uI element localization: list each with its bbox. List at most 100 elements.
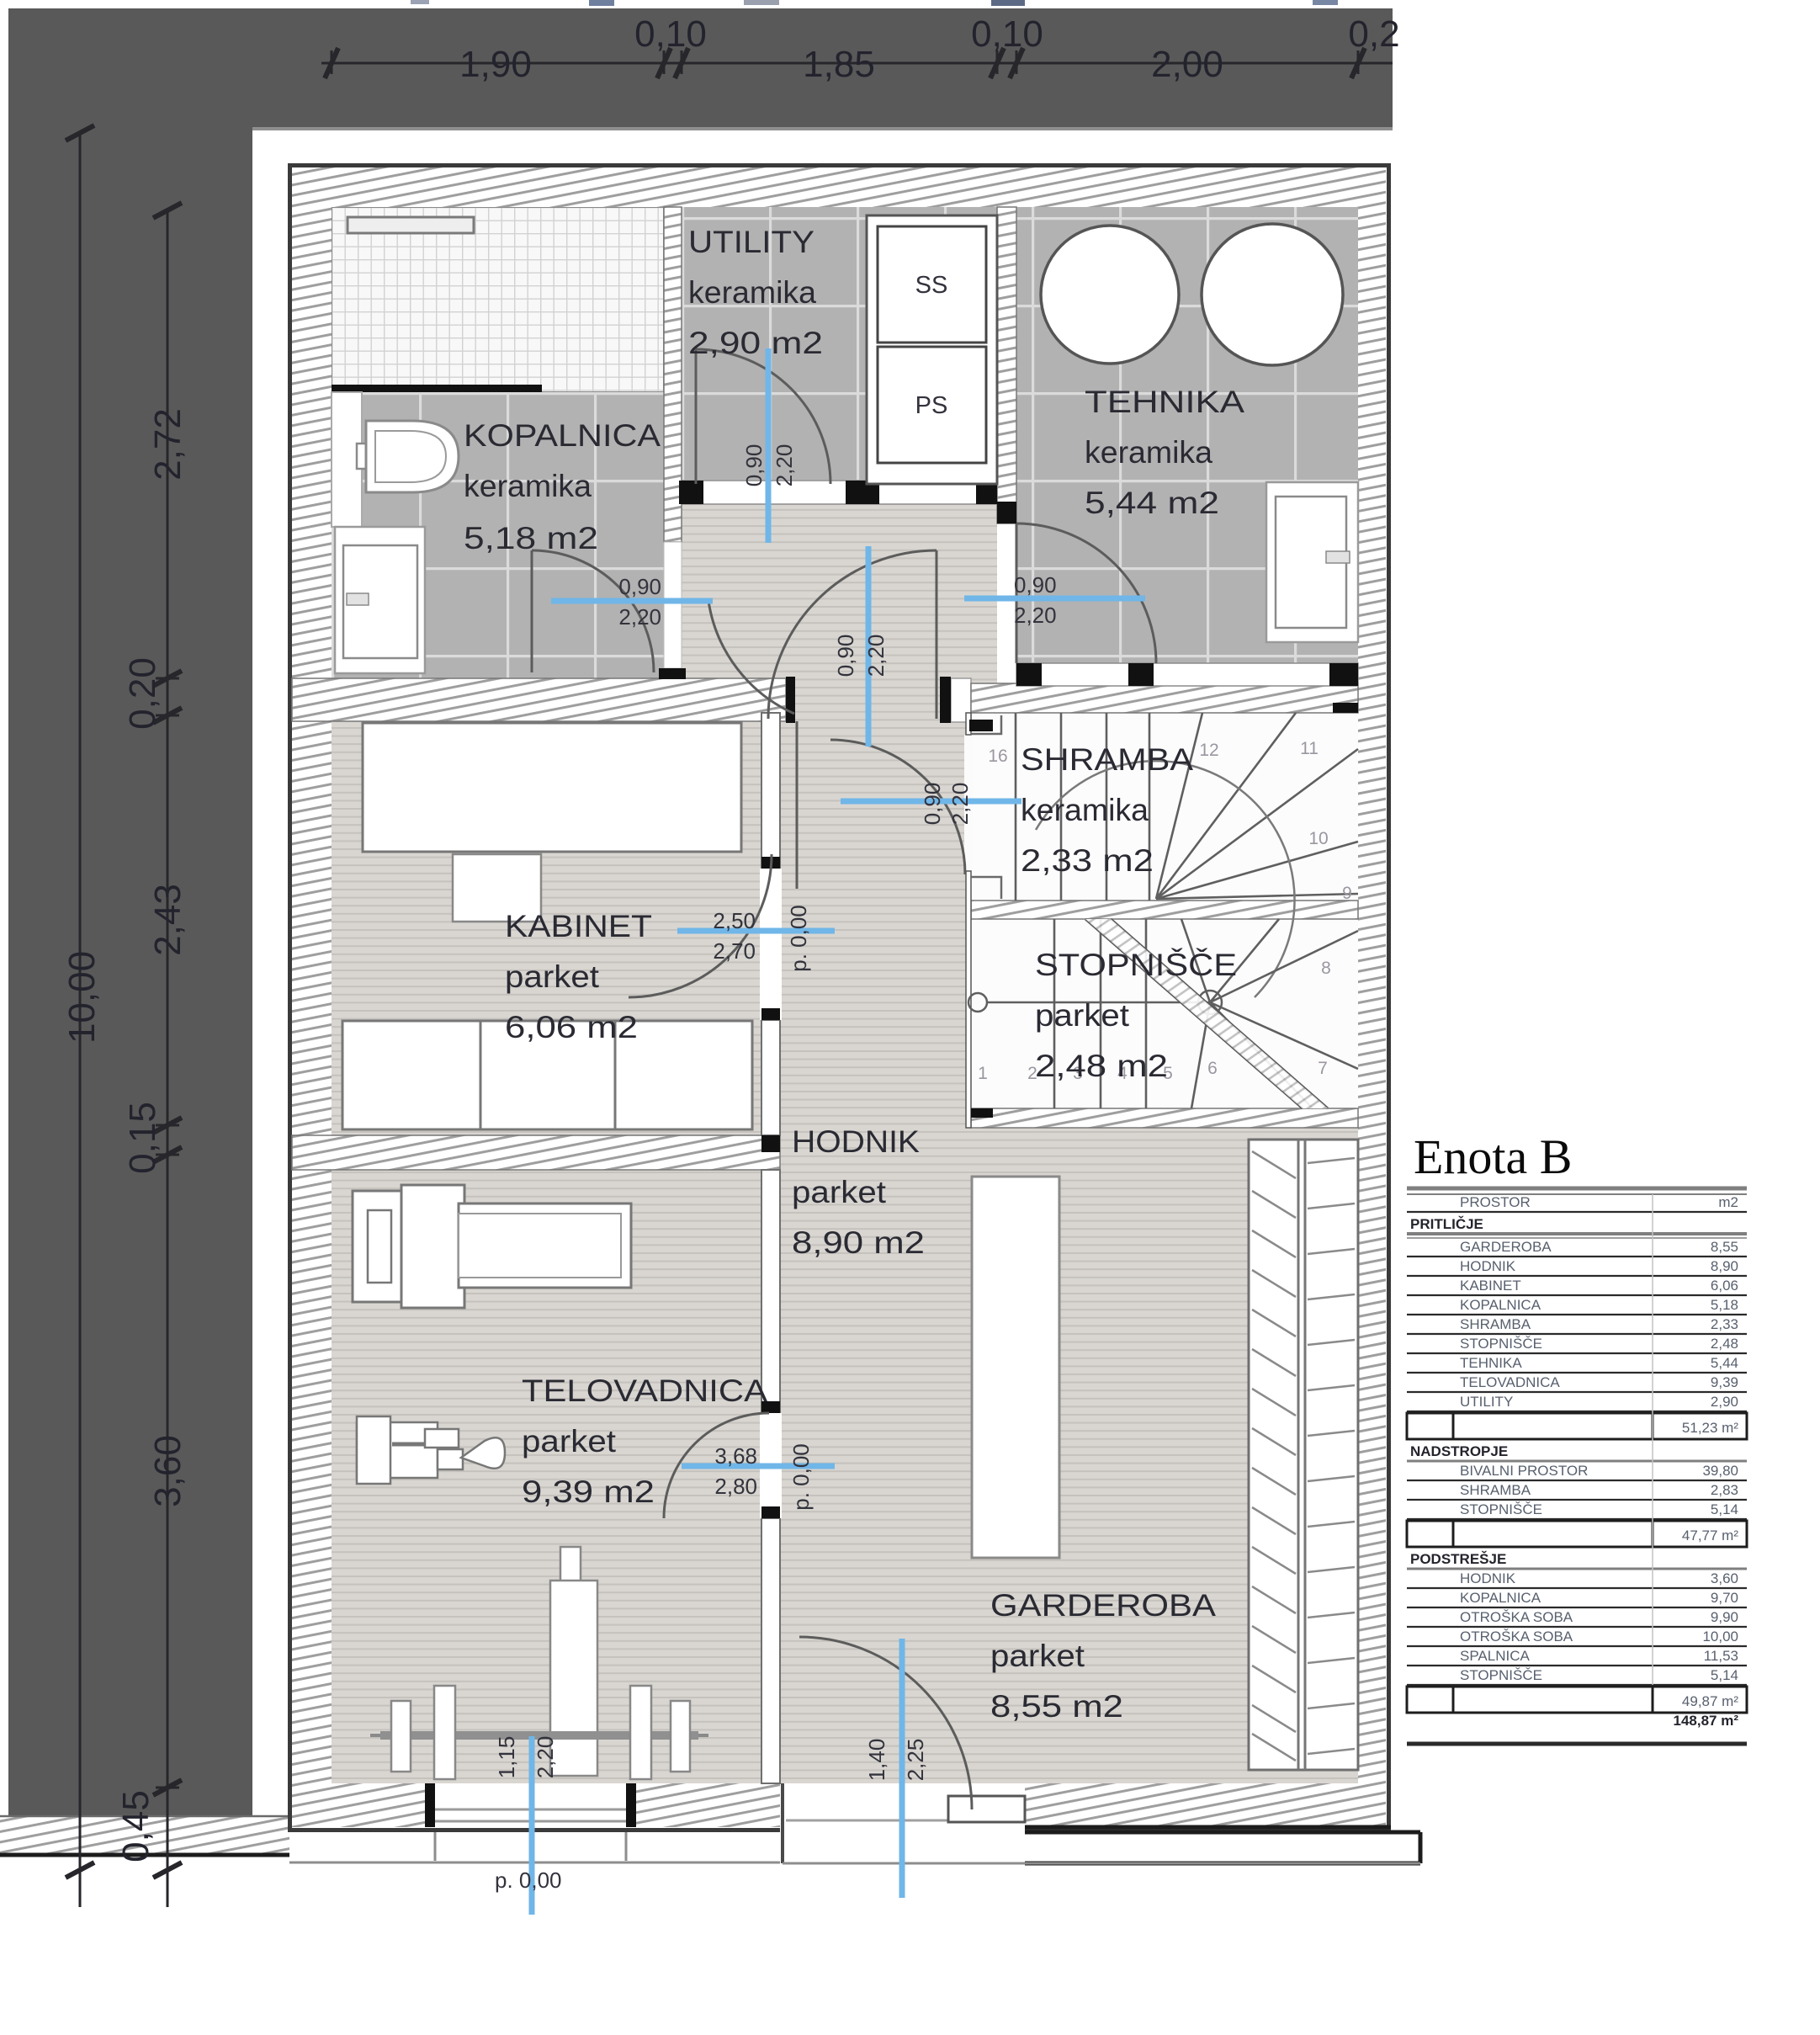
svg-text:7: 7 (1318, 1059, 1328, 1078)
svg-text:PS: PS (915, 392, 948, 419)
svg-text:10,00: 10,00 (1702, 1629, 1738, 1644)
svg-text:2,48: 2,48 (1711, 1336, 1738, 1352)
svg-text:GARDEROBA: GARDEROBA (1460, 1239, 1552, 1255)
svg-text:0,10: 0,10 (634, 13, 707, 55)
svg-text:0,10: 0,10 (971, 13, 1043, 55)
svg-text:parket: parket (1035, 998, 1130, 1033)
svg-text:parket: parket (792, 1175, 887, 1209)
svg-text:p. 0,00: p. 0,00 (788, 1443, 814, 1511)
svg-text:Enota B: Enota B (1414, 1129, 1572, 1184)
svg-text:4: 4 (1117, 1064, 1128, 1083)
svg-text:9,90: 9,90 (1711, 1609, 1738, 1625)
svg-text:3: 3 (1073, 1064, 1083, 1083)
svg-text:OTROŠKA SOBA: OTROŠKA SOBA (1460, 1629, 1573, 1644)
svg-text:2,80: 2,80 (714, 1474, 757, 1499)
svg-text:2,83: 2,83 (1711, 1482, 1738, 1498)
svg-text:16: 16 (988, 747, 1007, 766)
svg-text:KOPALNICA: KOPALNICA (1460, 1297, 1541, 1313)
svg-text:2,33: 2,33 (1711, 1316, 1738, 1332)
svg-text:m2: m2 (1718, 1194, 1738, 1210)
svg-text:11: 11 (1300, 739, 1319, 758)
svg-text:8,90: 8,90 (1711, 1258, 1738, 1274)
svg-text:1: 1 (978, 1064, 988, 1083)
svg-text:2,33 m2: 2,33 m2 (1021, 843, 1154, 878)
svg-text:2,20: 2,20 (863, 635, 889, 677)
svg-text:2,43: 2,43 (147, 884, 188, 956)
svg-text:NADSTROPJE: NADSTROPJE (1410, 1443, 1508, 1459)
svg-text:2,70: 2,70 (713, 938, 756, 964)
svg-text:9,39 m2: 9,39 m2 (522, 1474, 655, 1509)
svg-text:SHRAMBA: SHRAMBA (1460, 1316, 1531, 1332)
svg-text:2,90: 2,90 (1711, 1394, 1738, 1410)
svg-text:BIVALNI PROSTOR: BIVALNI PROSTOR (1460, 1463, 1588, 1479)
svg-text:0,90: 0,90 (618, 574, 661, 599)
svg-text:2,25: 2,25 (903, 1739, 928, 1782)
svg-text:GARDEROBA: GARDEROBA (990, 1588, 1216, 1623)
svg-text:3,60: 3,60 (147, 1435, 188, 1507)
svg-text:SHRAMBA: SHRAMBA (1460, 1482, 1531, 1498)
svg-text:8,55: 8,55 (1711, 1239, 1738, 1255)
svg-text:9,39: 9,39 (1711, 1374, 1738, 1390)
svg-text:6,06: 6,06 (1711, 1278, 1738, 1294)
svg-text:2,20: 2,20 (772, 444, 797, 487)
svg-text:5,44: 5,44 (1711, 1355, 1738, 1371)
svg-text:5,44 m2: 5,44 m2 (1085, 486, 1219, 520)
svg-text:0,90: 0,90 (741, 444, 767, 487)
svg-text:HODNIK: HODNIK (1460, 1570, 1516, 1586)
svg-text:10,00: 10,00 (61, 951, 103, 1044)
svg-text:2,20: 2,20 (618, 604, 661, 630)
svg-text:2: 2 (1027, 1064, 1037, 1083)
svg-text:47,77 m²: 47,77 m² (1682, 1528, 1738, 1544)
svg-text:3,68: 3,68 (714, 1443, 757, 1469)
svg-text:STOPNIŠČE: STOPNIŠČE (1460, 1501, 1542, 1517)
svg-text:TEHNIKA: TEHNIKA (1460, 1355, 1522, 1371)
svg-text:2,90 m2: 2,90 m2 (688, 326, 823, 360)
svg-text:STOPNIŠČE: STOPNIŠČE (1460, 1336, 1542, 1352)
svg-text:UTILITY: UTILITY (1460, 1394, 1513, 1410)
svg-text:3,60: 3,60 (1711, 1570, 1738, 1586)
svg-text:1,40: 1,40 (864, 1739, 889, 1782)
svg-text:5: 5 (1163, 1064, 1173, 1083)
svg-text:2,20: 2,20 (1014, 603, 1057, 628)
svg-text:parket: parket (522, 1424, 617, 1459)
svg-text:5,14: 5,14 (1711, 1667, 1738, 1683)
svg-text:KABINET: KABINET (1460, 1278, 1521, 1294)
svg-text:9: 9 (1342, 884, 1352, 903)
svg-text:8,55 m2: 8,55 m2 (990, 1689, 1123, 1724)
svg-text:2,20: 2,20 (947, 783, 973, 826)
svg-text:parket: parket (990, 1639, 1085, 1673)
svg-text:keramika: keramika (1085, 435, 1212, 470)
svg-text:STOPNIŠČE: STOPNIŠČE (1460, 1667, 1542, 1683)
svg-text:OTROŠKA SOBA: OTROŠKA SOBA (1460, 1609, 1573, 1625)
svg-text:2,50: 2,50 (713, 908, 756, 933)
svg-text:keramika: keramika (1021, 793, 1149, 827)
svg-text:1,15: 1,15 (494, 1736, 519, 1779)
svg-text:keramika: keramika (464, 469, 592, 503)
svg-text:0,45: 0,45 (115, 1790, 157, 1862)
svg-text:148,87 m²: 148,87 m² (1674, 1713, 1739, 1729)
svg-text:SHRAMBA: SHRAMBA (1021, 742, 1193, 777)
svg-text:PODSTREŠJE: PODSTREŠJE (1410, 1551, 1506, 1567)
svg-text:TEHNIKA: TEHNIKA (1085, 385, 1244, 419)
svg-text:0,2: 0,2 (1348, 13, 1399, 55)
svg-text:TELOVADNICA: TELOVADNICA (522, 1373, 767, 1408)
svg-text:8,90 m2: 8,90 m2 (792, 1225, 925, 1260)
svg-text:10: 10 (1308, 829, 1328, 848)
svg-text:0,90: 0,90 (833, 635, 858, 677)
svg-text:SS: SS (915, 272, 948, 299)
svg-text:12: 12 (1199, 741, 1218, 760)
svg-text:PRITLIČJE: PRITLIČJE (1410, 1216, 1483, 1232)
svg-text:11,53: 11,53 (1704, 1648, 1738, 1664)
svg-text:0,20: 0,20 (122, 657, 163, 730)
svg-text:HODNIK: HODNIK (1460, 1258, 1516, 1274)
svg-text:39,80: 39,80 (1702, 1463, 1738, 1479)
svg-text:2,00: 2,00 (1151, 44, 1223, 85)
svg-text:parket: parket (505, 959, 600, 994)
svg-text:2,48 m2: 2,48 m2 (1035, 1049, 1168, 1083)
svg-text:p. 0,00: p. 0,00 (786, 905, 811, 972)
svg-text:KOPALNICA: KOPALNICA (464, 418, 661, 453)
svg-text:HODNIK: HODNIK (792, 1124, 920, 1159)
svg-text:0,90: 0,90 (1014, 572, 1057, 598)
svg-text:2,20: 2,20 (533, 1736, 558, 1779)
svg-text:2,72: 2,72 (147, 408, 188, 481)
